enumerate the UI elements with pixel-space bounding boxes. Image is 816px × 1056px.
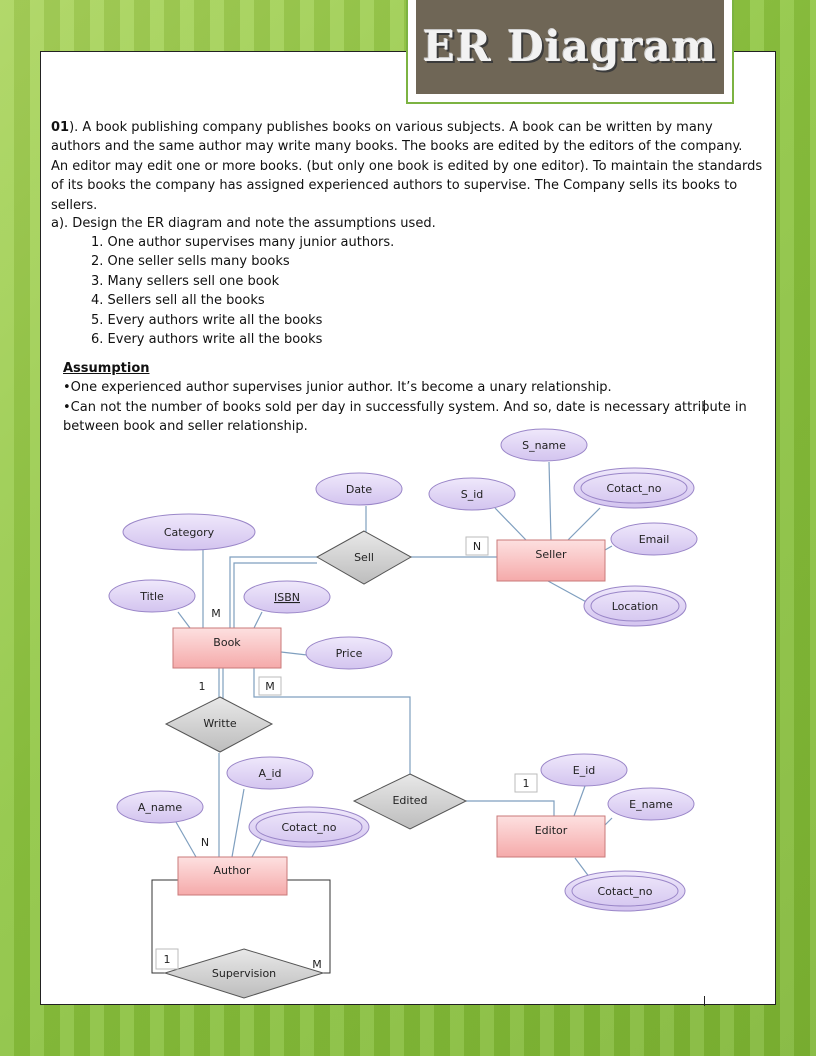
attribute-editor-contact-multivalued: Cotact_no — [564, 870, 686, 912]
attribute-s-name: S_name — [500, 428, 588, 462]
cardinality-seller-sell: N — [465, 536, 489, 556]
entity-book: Book — [172, 627, 282, 669]
attribute-label: Category — [164, 526, 215, 539]
cardinality-label: 1 — [164, 953, 171, 966]
assumption-line: •One experienced author supervises junio… — [63, 380, 612, 396]
task-item: 4. Sellers sell all the books — [91, 293, 265, 309]
relationship-edited: Edited — [352, 773, 468, 830]
attribute-label: A_name — [138, 801, 182, 814]
attribute-a-name: A_name — [116, 790, 204, 824]
assumption-line: •Can not the number of books sold per da… — [63, 399, 747, 435]
cardinality-label: M — [211, 607, 221, 620]
cardinality-editor-edited: 1 — [514, 773, 538, 793]
task-item: 6. Every authors write all the books — [91, 332, 323, 348]
task-item: 2. One seller sells many books — [91, 254, 290, 270]
cardinality-label: N — [201, 836, 209, 849]
relationship-writte: Writte — [164, 696, 274, 753]
entity-editor: Editor — [496, 815, 606, 858]
cardinality-label: N — [473, 540, 481, 553]
attribute-label: Date — [346, 483, 373, 496]
entity-label: Book — [213, 636, 241, 649]
task-item: 3. Many sellers sell one book — [91, 273, 280, 289]
assumption-heading: Assumption — [63, 361, 150, 376]
entity-seller: Seller — [496, 539, 606, 582]
attribute-label: Title — [139, 590, 164, 603]
cardinality-label: M — [312, 958, 322, 971]
attribute-label: E_id — [573, 764, 596, 777]
cardinality-book-sell: M — [211, 607, 221, 620]
text-cursor — [704, 400, 705, 414]
cardinality-label: 1 — [199, 680, 206, 693]
attribute-label: S_id — [461, 488, 484, 501]
attribute-label: A_id — [258, 767, 281, 780]
task-item: 5. Every authors write all the books — [91, 312, 323, 328]
entity-label: Editor — [535, 824, 568, 837]
entity-label: Author — [213, 864, 251, 877]
attribute-label: Email — [639, 533, 670, 546]
text-cursor — [704, 996, 705, 1006]
task-heading: a). Design the ER diagram and note the a… — [51, 216, 436, 231]
attribute-s-id: S_id — [428, 477, 516, 511]
attribute-isbn-key: ISBN — [243, 580, 331, 614]
attribute-category: Category — [122, 513, 256, 551]
relationship-sell: Sell — [315, 530, 413, 585]
attribute-label: Price — [336, 647, 363, 660]
connector-lines — [175, 461, 613, 879]
entity-label: Seller — [535, 548, 567, 561]
cardinality-supervision-many: M — [312, 958, 322, 971]
task-list: 1. One author supervises many junior aut… — [91, 233, 394, 349]
supervision-lines — [151, 879, 331, 974]
cardinality-book-edited: M — [258, 676, 282, 696]
relationship-label: Edited — [392, 794, 427, 807]
cardinality-author-writte: N — [201, 836, 209, 849]
cardinality-label: M — [265, 680, 275, 693]
cardinality-label: 1 — [523, 777, 530, 790]
attribute-label: ISBN — [274, 591, 300, 604]
assumption-block: Assumption •One experienced author super… — [63, 359, 753, 437]
question-paragraph: 01). A book publishing company publishes… — [51, 118, 763, 215]
page-title: ER Diagram — [422, 21, 718, 71]
question-number: 01 — [51, 120, 70, 135]
attribute-label: E_name — [629, 798, 673, 811]
relationship-label: Writte — [203, 717, 237, 730]
cardinality-supervision-one: 1 — [155, 948, 179, 970]
cardinality-book-writte: 1 — [199, 680, 206, 693]
relationship-label: Supervision — [212, 967, 276, 980]
task-item: 1. One author supervises many junior aut… — [91, 235, 395, 250]
attribute-label: Cotact_no — [597, 885, 652, 898]
entity-author: Author — [177, 856, 288, 896]
attribute-a-id: A_id — [226, 756, 314, 790]
relationship-supervision: Supervision — [163, 948, 325, 999]
attribute-title: Title — [108, 579, 196, 613]
relationship-label: Sell — [354, 551, 374, 564]
title-banner: ER Diagram — [406, 0, 734, 104]
attribute-label: Location — [612, 600, 659, 613]
attribute-email: Email — [610, 522, 698, 556]
attribute-label: Cotact_no — [281, 821, 336, 834]
title-plate: ER Diagram — [416, 0, 724, 94]
attribute-author-contact-multivalued: Cotact_no — [248, 806, 370, 848]
attribute-label: S_name — [522, 439, 566, 452]
attribute-e-name: E_name — [607, 787, 695, 821]
attribute-label: Cotact_no — [606, 482, 661, 495]
attribute-date: Date — [315, 472, 403, 506]
attribute-seller-contact-multivalued: Cotact_no — [573, 467, 695, 509]
question-text: ). A book publishing company publishes b… — [51, 120, 763, 213]
attribute-location-multivalued: Location — [583, 585, 687, 627]
attribute-price: Price — [305, 636, 393, 670]
attribute-e-id: E_id — [540, 753, 628, 787]
